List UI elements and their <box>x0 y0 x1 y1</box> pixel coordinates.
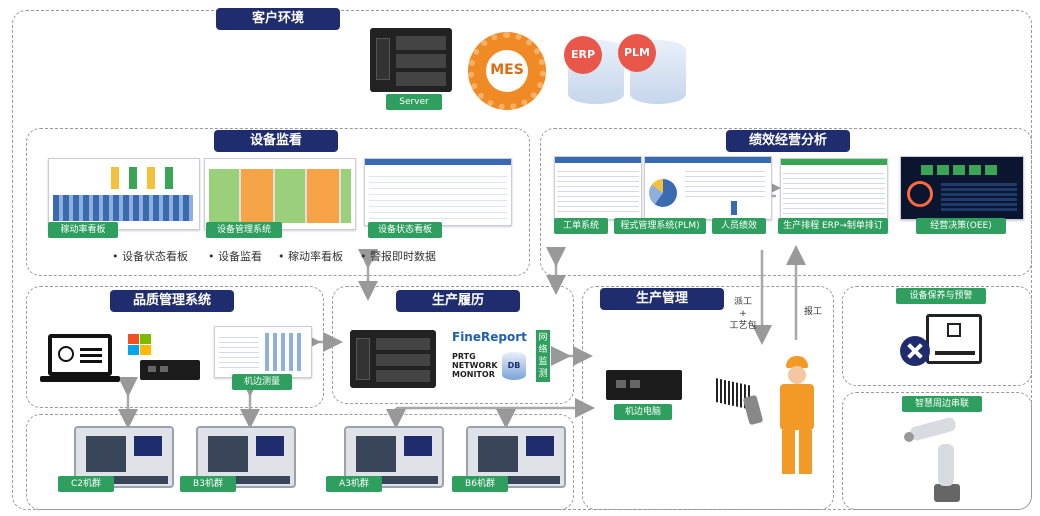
edge-pc-icon <box>606 370 682 400</box>
robot-label: 智慧周边串联 <box>902 396 982 412</box>
c2-label: C2机群 <box>58 476 114 492</box>
mini-pc-icon <box>140 360 200 380</box>
oee-thumbnail <box>900 156 1024 220</box>
bullet-alarm-data: • 警报即时数据 <box>360 250 436 263</box>
bullet-mobility-board: • 稼动率看板 <box>278 250 343 263</box>
bullet-device-monitor: • 设备监看 <box>208 250 262 263</box>
laptop-icon <box>48 334 112 376</box>
maintenance-box <box>842 286 1032 386</box>
db-icon: DB <box>502 352 526 380</box>
server-label: Server <box>386 94 442 110</box>
history-header: 生产履历 <box>396 290 520 312</box>
work-order-label: 工单系统 <box>554 218 608 234</box>
work-order-thumbnail <box>554 156 642 220</box>
prtg-logo: PRTG NETWORK MONITOR <box>452 352 498 379</box>
plus-text: + <box>739 309 747 319</box>
dispatch-text: 派工 <box>733 297 752 307</box>
scheduling-thumbnail <box>780 158 888 220</box>
equip-system-label: 设备管理系统 <box>206 222 282 238</box>
worker-icon <box>772 356 822 476</box>
device-monitor-header: 设备监看 <box>214 130 338 152</box>
status-board-thumbnail <box>364 158 512 226</box>
mobility-board-label: 稼动率看板 <box>48 222 118 238</box>
network-monitor-tag: 网络监测 <box>536 330 550 382</box>
robot-box <box>842 392 1032 510</box>
personnel-label: 人员绩效 <box>712 218 766 234</box>
finereport-logo: FineReport <box>452 330 527 344</box>
device-monitor-box <box>26 128 530 276</box>
edge-pc-label: 机边电脑 <box>614 404 672 420</box>
b3-label: B3机群 <box>180 476 236 492</box>
windows-logo-icon <box>128 334 152 356</box>
prtg-network-text: NETWORK <box>452 361 498 370</box>
plm-database-icon: PLM <box>618 34 686 104</box>
history-server-icon <box>350 330 436 388</box>
printer-3d-icon <box>926 314 982 364</box>
a3-label: A3机群 <box>326 476 382 492</box>
machine-area-box <box>26 414 574 510</box>
performance-box <box>540 128 1032 276</box>
laptop-base-icon <box>40 376 120 382</box>
robot-arm-icon <box>904 414 984 504</box>
edge-measure-thumbnail <box>214 326 312 378</box>
maintenance-label: 设备保养与预警 <box>896 288 986 304</box>
equip-system-thumbnail <box>204 158 356 230</box>
barcode-scanner-icon <box>716 378 766 426</box>
quality-header: 品质管理系统 <box>110 290 234 312</box>
scheduling-label: 生产排程 ERP→制单排订 <box>778 218 888 234</box>
performance-header: 绩效经营分析 <box>726 130 850 152</box>
prtg-text: PRTG <box>452 352 476 361</box>
production-header: 生产管理 <box>600 288 724 310</box>
mes-gear-icon: MES <box>468 32 546 110</box>
tools-icon <box>900 336 930 366</box>
server-icon <box>370 28 452 92</box>
erp-database-icon: ERP <box>564 36 624 104</box>
mes-text: MES <box>490 62 524 78</box>
plm-label: 程式管理系统(PLM) <box>614 218 706 234</box>
dispatch-annotation: 派工 + 工艺包 <box>728 296 758 332</box>
edge-measure-label: 机边测量 <box>232 374 292 390</box>
customer-env-header: 客户环境 <box>216 8 340 30</box>
status-board-label: 设备状态看板 <box>368 222 442 238</box>
mobility-board-thumbnail <box>48 158 200 230</box>
plm-text: PLM <box>623 46 651 59</box>
oee-label: 经营决策(OEE) <box>916 218 1006 234</box>
report-annotation: 报工 <box>803 307 822 317</box>
erp-text: ERP <box>570 48 596 61</box>
db-text: DB <box>507 361 521 370</box>
package-text: 工艺包 <box>729 321 757 331</box>
b6-label: B6机群 <box>452 476 508 492</box>
prtg-monitor-text: MONITOR <box>452 370 495 379</box>
bullet-status-board: • 设备状态看板 <box>112 250 188 263</box>
plm-thumbnail <box>644 156 772 220</box>
